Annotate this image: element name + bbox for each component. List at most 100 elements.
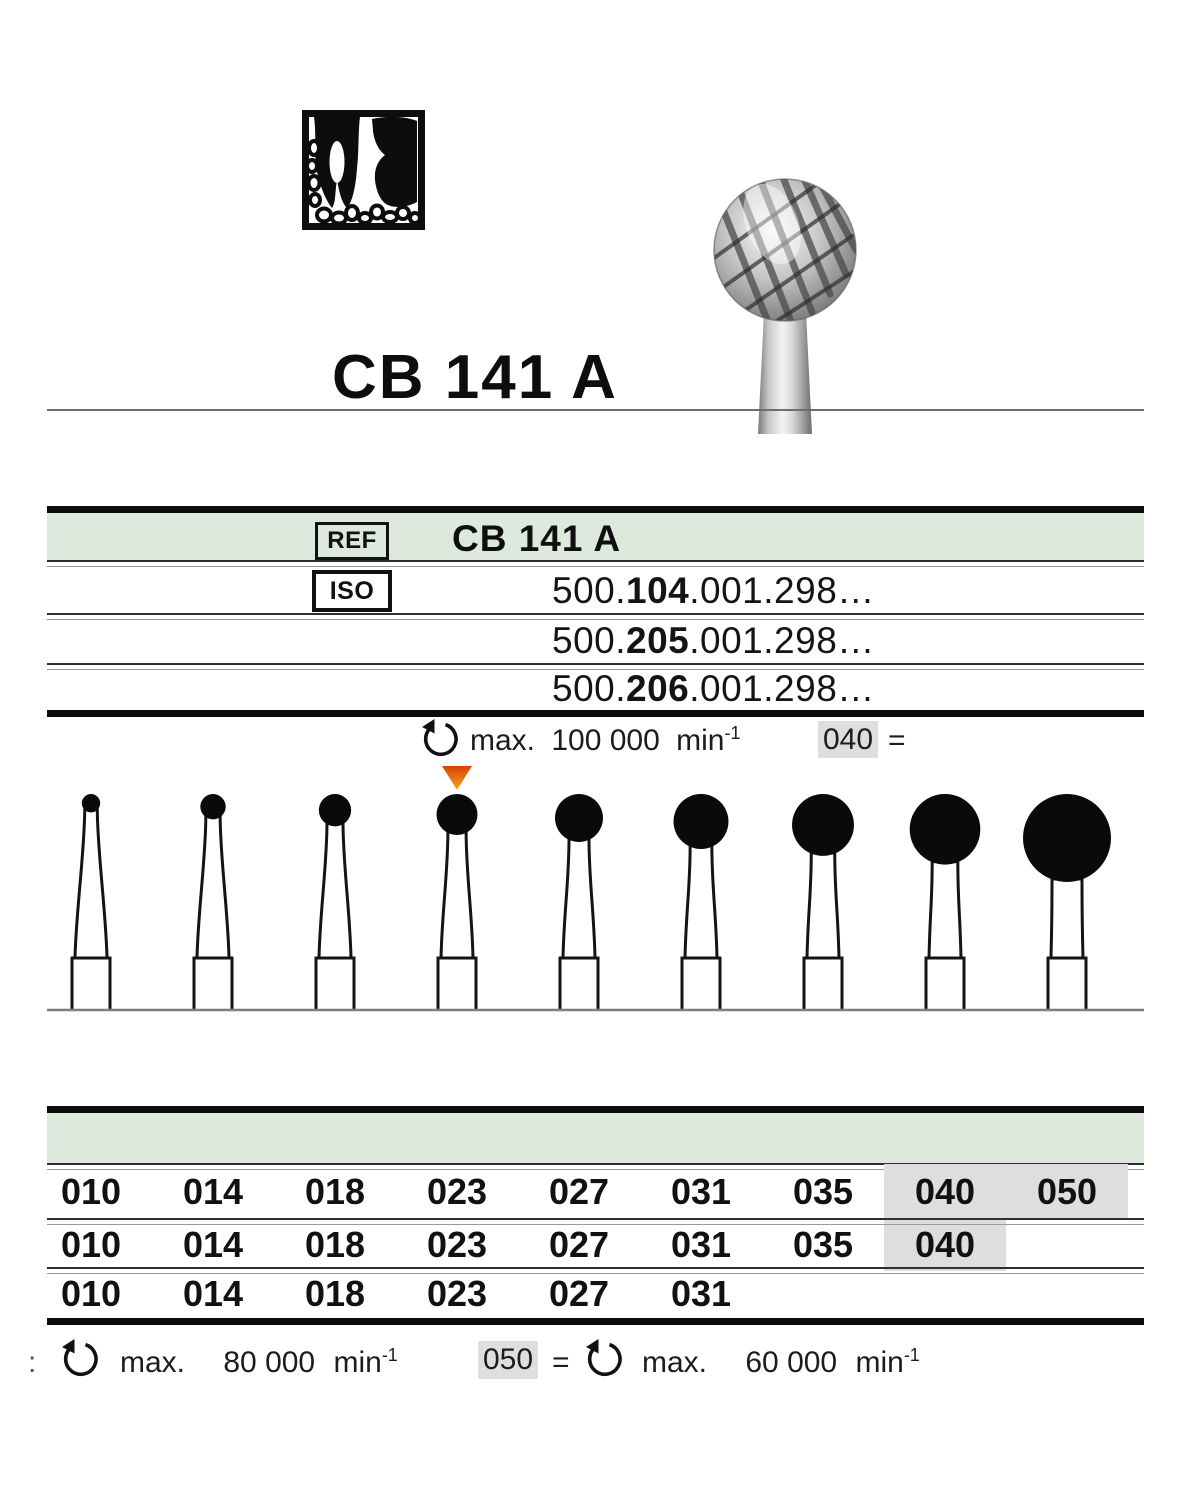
iso-shank-code: 205 bbox=[626, 620, 690, 661]
figure-row-burs bbox=[47, 766, 1144, 1012]
size-marker-triangle bbox=[442, 766, 472, 790]
bur-head-size-018 bbox=[318, 794, 352, 827]
ref-block-top-rule bbox=[47, 506, 1144, 513]
size-ref-050-chip: 050 bbox=[478, 1341, 538, 1379]
equals-sign: = bbox=[888, 724, 906, 757]
size-cell: 018 bbox=[304, 1224, 366, 1265]
bur-head-size-014 bbox=[200, 794, 226, 820]
size-ref-label: 040 bbox=[822, 722, 874, 756]
table-header-band bbox=[47, 1113, 1144, 1163]
bur-head-size-040 bbox=[909, 794, 981, 865]
bur-head-size-023 bbox=[436, 794, 478, 836]
product-photo bbox=[713, 178, 857, 434]
size-cell: 027 bbox=[548, 1171, 610, 1212]
speed-exponent: -1 bbox=[903, 1345, 920, 1365]
bur-neck bbox=[317, 821, 353, 960]
bur-neck bbox=[683, 844, 719, 960]
separator bbox=[47, 1218, 1144, 1225]
ref-band bbox=[47, 513, 1144, 560]
highlight-column bbox=[884, 1164, 1128, 1220]
iso-prefix: 500. bbox=[552, 620, 627, 661]
rotation-speed-icon bbox=[582, 1338, 624, 1380]
bur-head-size-031 bbox=[673, 794, 729, 849]
bur-shank bbox=[802, 956, 844, 1010]
page-title: CB 141 A bbox=[332, 343, 618, 412]
speed-unit: min bbox=[855, 1346, 904, 1379]
iso-shank-code: 206 bbox=[626, 668, 690, 709]
bur-shank bbox=[558, 956, 600, 1010]
ref-tag: REF bbox=[315, 522, 389, 560]
bur-shank bbox=[192, 956, 234, 1010]
bur-shank bbox=[70, 956, 112, 1010]
separator-thick bbox=[47, 710, 1144, 717]
speed-value: 60 000 bbox=[745, 1346, 838, 1379]
size-cell: 010 bbox=[60, 1273, 122, 1314]
iso-suffix: .001.298… bbox=[689, 570, 875, 611]
size-ref-040-chip: 040 bbox=[818, 721, 878, 758]
bur-head-size-035 bbox=[792, 794, 854, 856]
size-cell: 027 bbox=[548, 1273, 610, 1314]
max-speed-note: max. 100 000 min-1 bbox=[470, 723, 741, 758]
bur-head-size-010 bbox=[81, 794, 101, 813]
size-cell: 031 bbox=[670, 1171, 732, 1212]
max-label: max. bbox=[642, 1346, 708, 1379]
legend-max-60000: max. 60 000 min-1 bbox=[642, 1345, 920, 1380]
bur-neck bbox=[195, 814, 231, 960]
size-cell: 010 bbox=[60, 1171, 122, 1212]
speed-unit: min bbox=[333, 1346, 382, 1379]
size-cell: 010 bbox=[60, 1224, 122, 1265]
size-cell: 023 bbox=[426, 1171, 488, 1212]
size-cell: 050 bbox=[1036, 1171, 1098, 1212]
size-cell: 014 bbox=[182, 1273, 244, 1314]
iso-suffix: .001.298… bbox=[689, 668, 875, 709]
bur-head-size-050 bbox=[1023, 794, 1111, 882]
bur-neck bbox=[1049, 877, 1085, 960]
ref-value: CB 141 A bbox=[452, 518, 622, 559]
size-cell: 014 bbox=[182, 1224, 244, 1265]
iso-tag-label: ISO bbox=[329, 576, 375, 605]
speed-value: 80 000 bbox=[223, 1346, 316, 1379]
bur-shank bbox=[314, 956, 356, 1010]
separator bbox=[47, 560, 1144, 567]
iso-tag: ISO bbox=[312, 570, 392, 612]
table-top-rule bbox=[47, 1106, 1144, 1113]
size-cell: 031 bbox=[670, 1224, 732, 1265]
size-cell: 023 bbox=[426, 1224, 488, 1265]
table-bottom-rule bbox=[47, 1318, 1144, 1325]
bur-head-size-027 bbox=[555, 794, 603, 842]
highlight-column bbox=[884, 1219, 1006, 1271]
iso-prefix: 500. bbox=[552, 668, 627, 709]
speed-exponent: -1 bbox=[381, 1345, 398, 1365]
size-cell: 018 bbox=[304, 1171, 366, 1212]
separator bbox=[47, 613, 1144, 620]
bur-neck bbox=[927, 860, 963, 960]
ref-tag-label: REF bbox=[327, 527, 377, 554]
legend-lead-colon: : bbox=[28, 1346, 37, 1379]
iso-number-206: 500.206.001.298… bbox=[552, 668, 875, 710]
bur-neck bbox=[561, 837, 597, 960]
bur-neck bbox=[73, 807, 109, 960]
bur-shank bbox=[680, 956, 722, 1010]
size-cell: 023 bbox=[426, 1273, 488, 1314]
iso-suffix: .001.298… bbox=[689, 620, 875, 661]
tooth-icon bbox=[302, 110, 425, 230]
equals-sign: = bbox=[552, 1346, 570, 1379]
separator bbox=[47, 663, 1144, 670]
separator bbox=[47, 1267, 1144, 1274]
max-label: max. bbox=[470, 724, 536, 757]
iso-number-104: 500.104.001.298… bbox=[552, 570, 875, 612]
iso-prefix: 500. bbox=[552, 570, 627, 611]
bur-neck bbox=[439, 830, 475, 960]
speed-unit: min bbox=[676, 724, 725, 757]
bur-shank bbox=[924, 956, 966, 1010]
separator bbox=[47, 1163, 1144, 1170]
max-label: max. bbox=[120, 1346, 186, 1379]
rotation-speed-icon bbox=[58, 1338, 100, 1380]
iso-shank-code: 104 bbox=[626, 570, 690, 611]
size-cell: 031 bbox=[670, 1273, 732, 1314]
size-cell: 014 bbox=[182, 1171, 244, 1212]
